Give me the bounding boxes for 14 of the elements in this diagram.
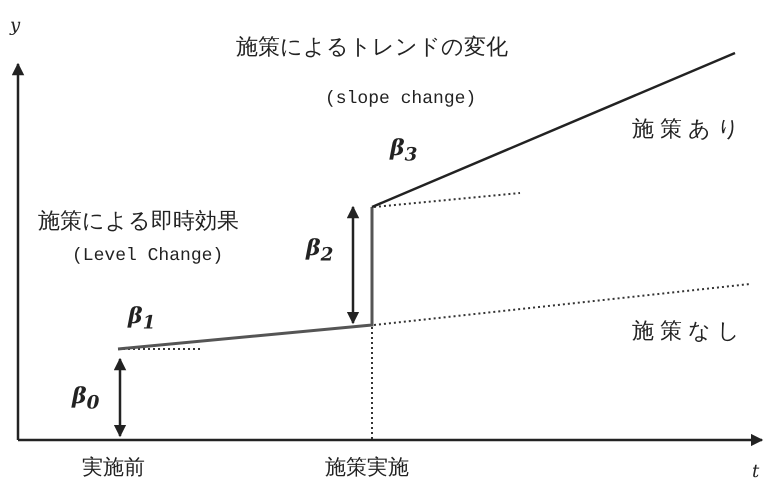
coefficient-label: β$_{3}$ [390,136,418,166]
tick-label: 実施前 [82,456,145,480]
series-label: 施策なし [632,320,746,344]
coefficient-label: β$_{0}$ [72,384,100,414]
axis-label: y [10,16,20,36]
annotation-text: (slope change) [325,90,476,110]
annotation-text: 施策によるトレンドの変化 [236,36,508,60]
coefficient-label: β$_{2}$ [306,236,334,266]
series-label: 施策あり [632,118,746,142]
tick-label: 施策実施 [325,456,409,480]
annotation-text: (Level Change) [72,247,224,267]
annotation-text: 施策による即時効果 [38,210,239,234]
coefficient-label: β$_{1}$ [128,304,156,334]
axis-label: t [752,462,760,482]
